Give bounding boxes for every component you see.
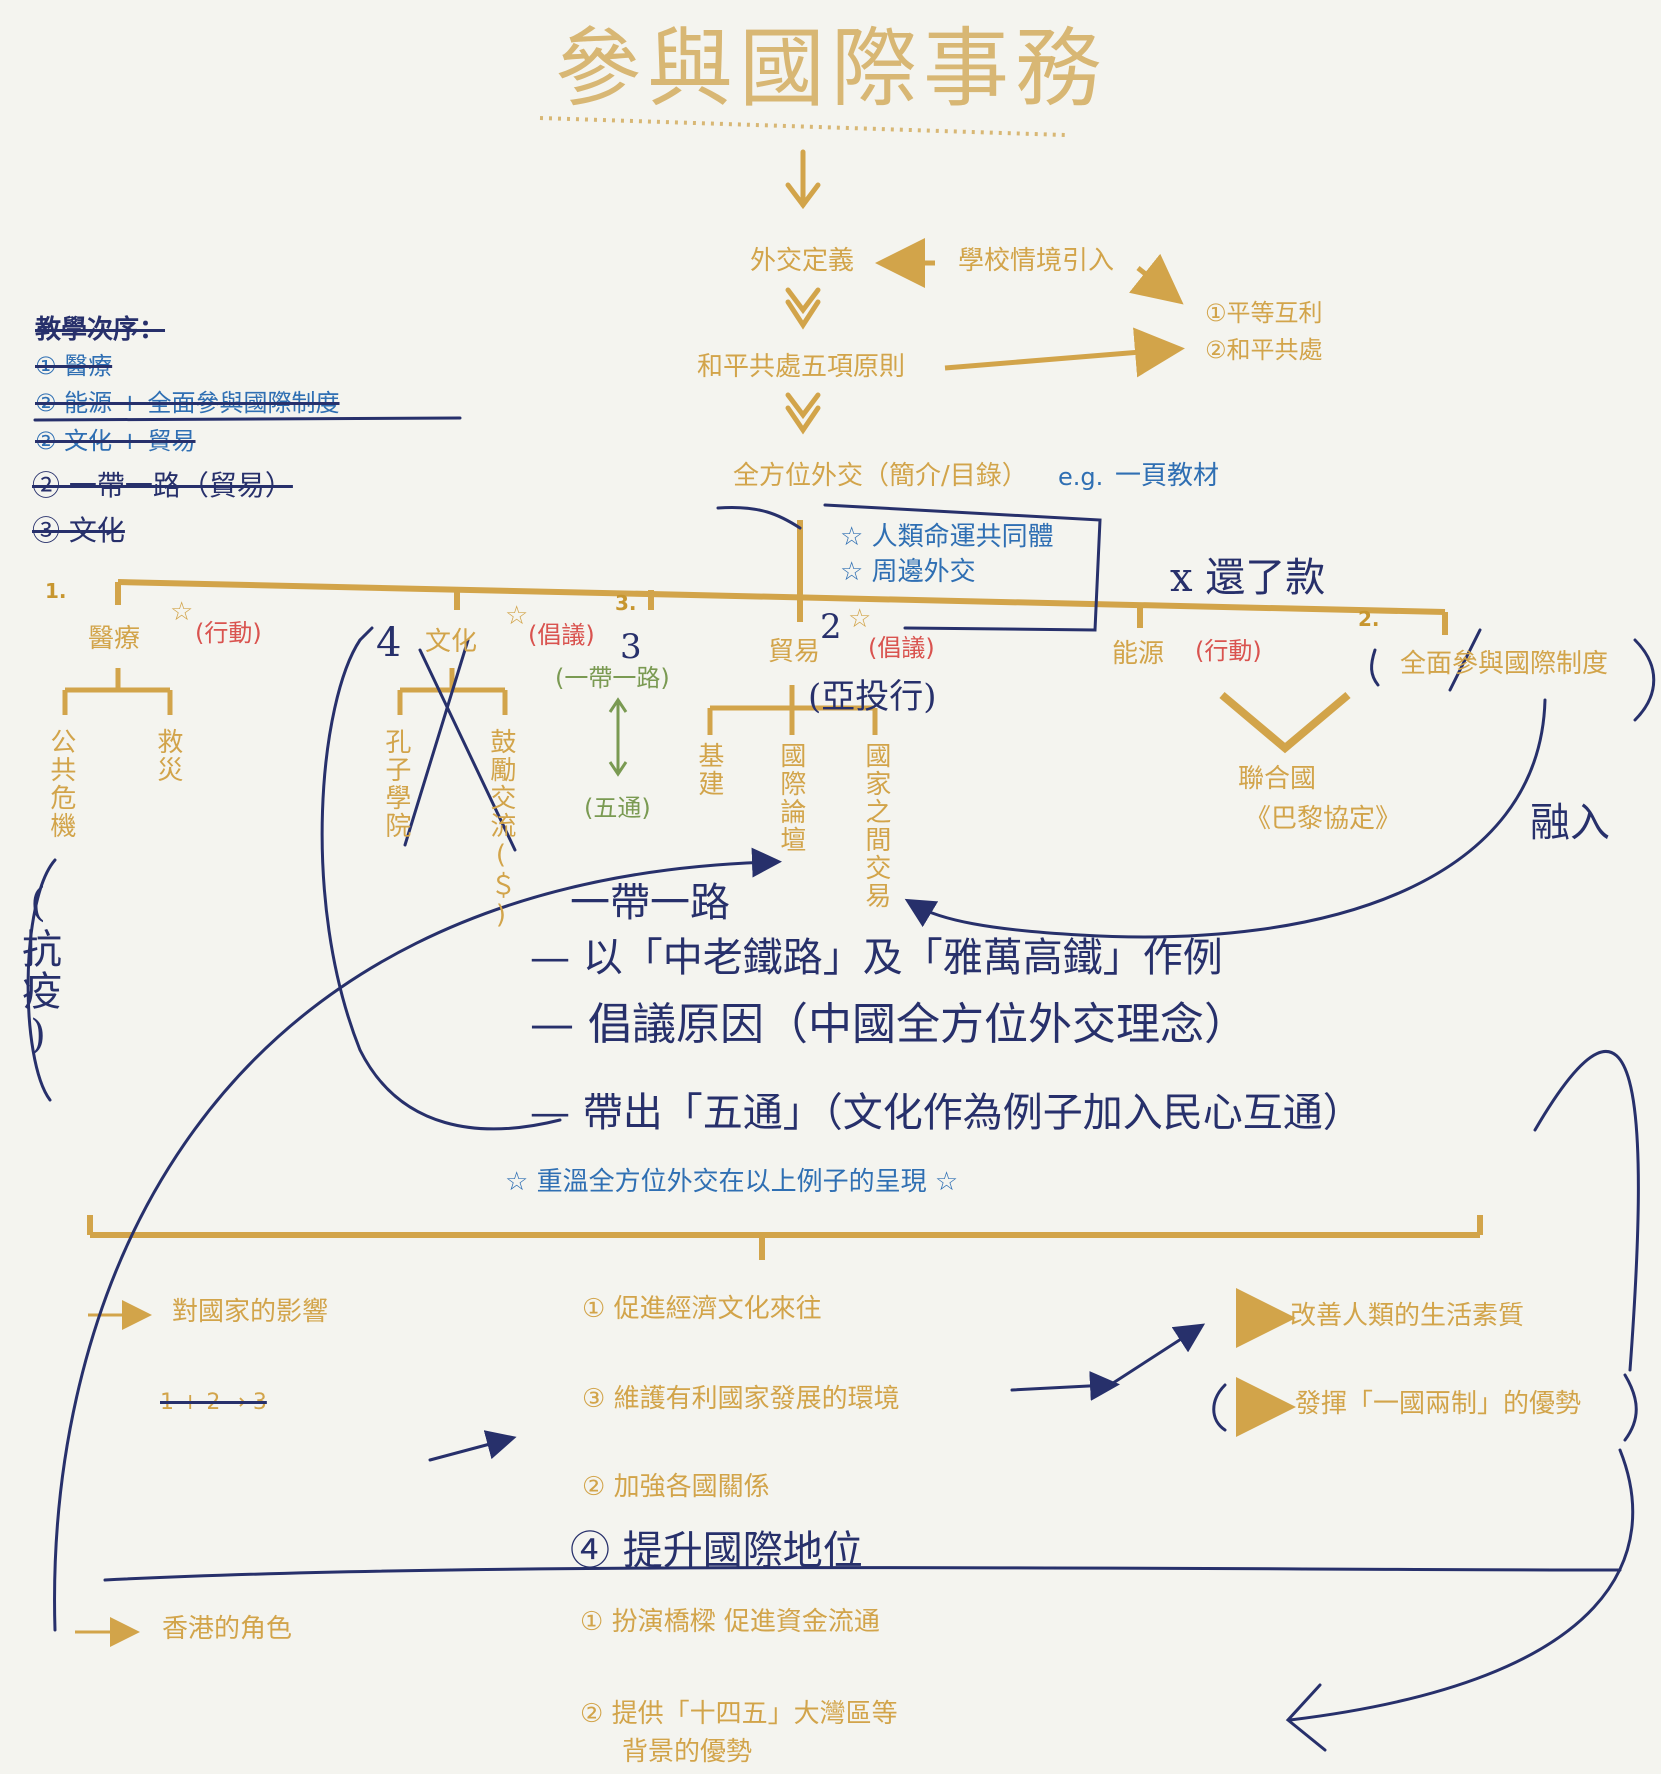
hand-note-line: — 帶出「五通」（文化作為例子加入民心互通） [530, 1090, 1363, 1136]
hk-role: 香港的角色 [162, 1614, 293, 1644]
branch-number: 1. [45, 579, 67, 603]
hand-belt-road-title: 一帶一路 [570, 880, 730, 926]
tag-action: (行動) [195, 619, 262, 647]
hand-number: 3 [620, 627, 642, 667]
principle-peaceful: ②和平共處 [1205, 336, 1323, 364]
medical-public-crisis: 公共危機 [45, 728, 76, 840]
double-arrow-icon [608, 697, 628, 777]
impact-order-note: 1 + 2 → 3 [160, 1390, 267, 1415]
arrow-down-icon [785, 392, 821, 435]
five-principles: 和平共處五項原則 [697, 352, 906, 382]
culture-encourage-exchange: 鼓勵交流(＄) [485, 728, 516, 932]
impact-result: 改善人類的生活素質 [1290, 1301, 1525, 1331]
branch-medical: 醫療 [88, 624, 141, 654]
impact-result: 發揮「一國兩制」的優勢 [1295, 1389, 1582, 1419]
impact-point: ③ 維護有利國家發展的環境 [582, 1384, 900, 1414]
five-connectivities: (五通) [584, 794, 651, 822]
eg-label: e.g. [1058, 463, 1104, 491]
hk-point: ① 扮演橋樑 促進資金流通 [580, 1607, 880, 1637]
sequence-item: ② 一帶一路（貿易） [32, 469, 293, 502]
branch-international-system: 全面參與國際制度 [1400, 649, 1609, 679]
handwritten-marks [26, 416, 1656, 1752]
medical-bracket [62, 668, 173, 715]
impact-point: ① 促進經濟文化來往 [582, 1294, 822, 1324]
tag-initiative: (倡議) [528, 621, 595, 649]
sequence-item: ② 文化 + 貿易 [35, 427, 196, 455]
hk-point: 背景的優勢 [622, 1737, 753, 1767]
culture-confucius-institute: 孔子學院 [380, 728, 411, 840]
trade-bracket [707, 685, 878, 735]
hand-repaid-note: x 還了款 [1170, 555, 1326, 601]
hand-anti-epidemic: (抗疫) [15, 880, 61, 1060]
arrow-down-icon [785, 287, 821, 330]
chevron-down-icon [1219, 691, 1351, 754]
hand-note-line: — 倡議原因（中國全方位外交理念） [530, 999, 1248, 1050]
sequence-item: ② 能源 + 全面參與國際制度 [35, 389, 340, 417]
title-underline [539, 116, 1066, 137]
hand-impact-point: ④ 提升國際地位 [570, 1528, 863, 1574]
arrow-down-icon [785, 149, 821, 210]
branch-number: 2. [1358, 607, 1380, 631]
one-page-material: 一頁教材 [1115, 461, 1220, 491]
energy-united-nations: 聯合國 [1238, 764, 1317, 794]
branch-bar [115, 520, 1448, 635]
star-icon: ☆ [170, 597, 194, 627]
branch-culture: 文化 [425, 627, 478, 657]
branch-energy: 能源 [1112, 639, 1165, 669]
page-title: 參與國際事務 [555, 19, 1107, 119]
sequence-heading: 教學次序： [35, 315, 166, 345]
hand-aiib: (亞投行) [808, 677, 937, 717]
tag-initiative: (倡議) [868, 634, 935, 662]
trade-between-countries: 國家之間交易 [860, 742, 891, 910]
hand-number: 4 [376, 620, 402, 666]
hand-integrate: 融入 [1530, 800, 1610, 846]
star-icon: ☆ [848, 604, 872, 634]
impact-point: ② 加強各國關係 [582, 1472, 770, 1502]
sequence-item: ③ 文化 [32, 514, 125, 547]
star-neighbourhood-diplomacy: ☆ 周邊外交 [840, 557, 976, 587]
tag-action: (行動) [1195, 637, 1262, 665]
medical-disaster-relief: 救災 [152, 728, 183, 784]
diplomacy-definition: 外交定義 [750, 246, 855, 276]
school-context-intro: 學校情境引入 [958, 246, 1115, 276]
arrow-right-icon [944, 327, 1185, 378]
arrow-right-icon [1128, 253, 1184, 305]
hand-number: 2 [820, 607, 842, 647]
hand-note-line: — 以「中老鐵路」及「雅萬高鐵」作例 [530, 935, 1223, 981]
impact-on-nation: 對國家的影響 [172, 1297, 329, 1327]
sequence-item: ① 醫療 [35, 352, 113, 380]
omni-directional-diplomacy: 全方位外交（簡介/目錄） [733, 461, 1028, 491]
branch-number: 3. [615, 591, 637, 615]
star-icon: ☆ [505, 601, 529, 631]
energy-paris-agreement: 《巴黎協定》 [1245, 804, 1402, 834]
trade-international-forum: 國際論壇 [775, 742, 806, 854]
branch-belt-and-road: (一帶一路) [555, 664, 670, 692]
review-omni-diplomacy: ☆ 重溫全方位外交在以上例子的呈現 ☆ [505, 1167, 959, 1197]
principle-equal-benefit: ①平等互利 [1205, 299, 1323, 327]
hk-point: ② 提供「十四五」大灣區等 [580, 1699, 898, 1729]
bottom-bracket [87, 1215, 1483, 1260]
branch-trade: 貿易 [768, 637, 821, 667]
star-community-shared-future: ☆ 人類命運共同體 [840, 522, 1054, 552]
trade-infrastructure: 基建 [693, 742, 724, 798]
